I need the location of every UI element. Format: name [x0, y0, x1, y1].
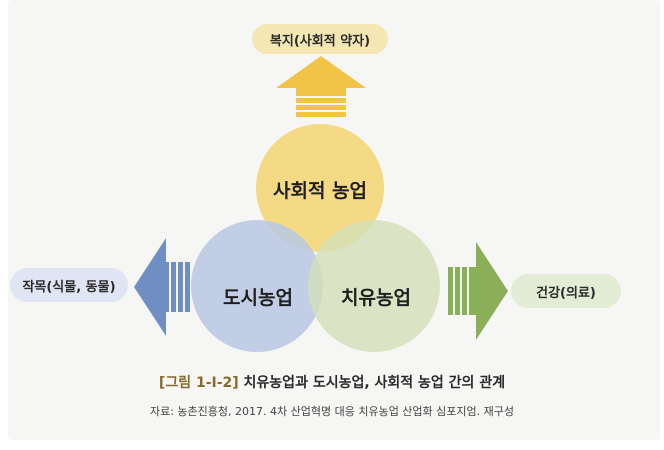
circle-urban-farming: [191, 220, 323, 352]
figure-number: [그림 1-Ⅰ-2]: [158, 375, 239, 391]
figure-title: 치유농업과 도시농업, 사회적 농업 간의 관계: [238, 375, 506, 391]
arrow-up-welfare: [276, 56, 366, 117]
arrow-right-health: [448, 242, 508, 340]
arrow-left-crops: [134, 238, 190, 336]
health-label: 건강(의료): [511, 274, 621, 308]
social-farming-label: 사회적 농업: [272, 180, 368, 202]
figure-caption: [그림 1-Ⅰ-2] 치유농업과 도시농업, 사회적 농업 간의 관계: [0, 372, 664, 392]
urban-farming-label: 도시농업: [223, 287, 293, 309]
circle-social-farming: [256, 124, 384, 252]
healing-farming-label: 치유농업: [341, 287, 411, 309]
crops-label: 작목(식물, 동물): [10, 268, 128, 302]
source-note: 자료: 농촌진흥청, 2017. 4차 산업혁명 대응 치유농업 산업화 심포지…: [149, 405, 514, 418]
welfare-label: 복지(사회적 약자): [252, 24, 388, 54]
circle-healing-farming: [308, 220, 440, 352]
